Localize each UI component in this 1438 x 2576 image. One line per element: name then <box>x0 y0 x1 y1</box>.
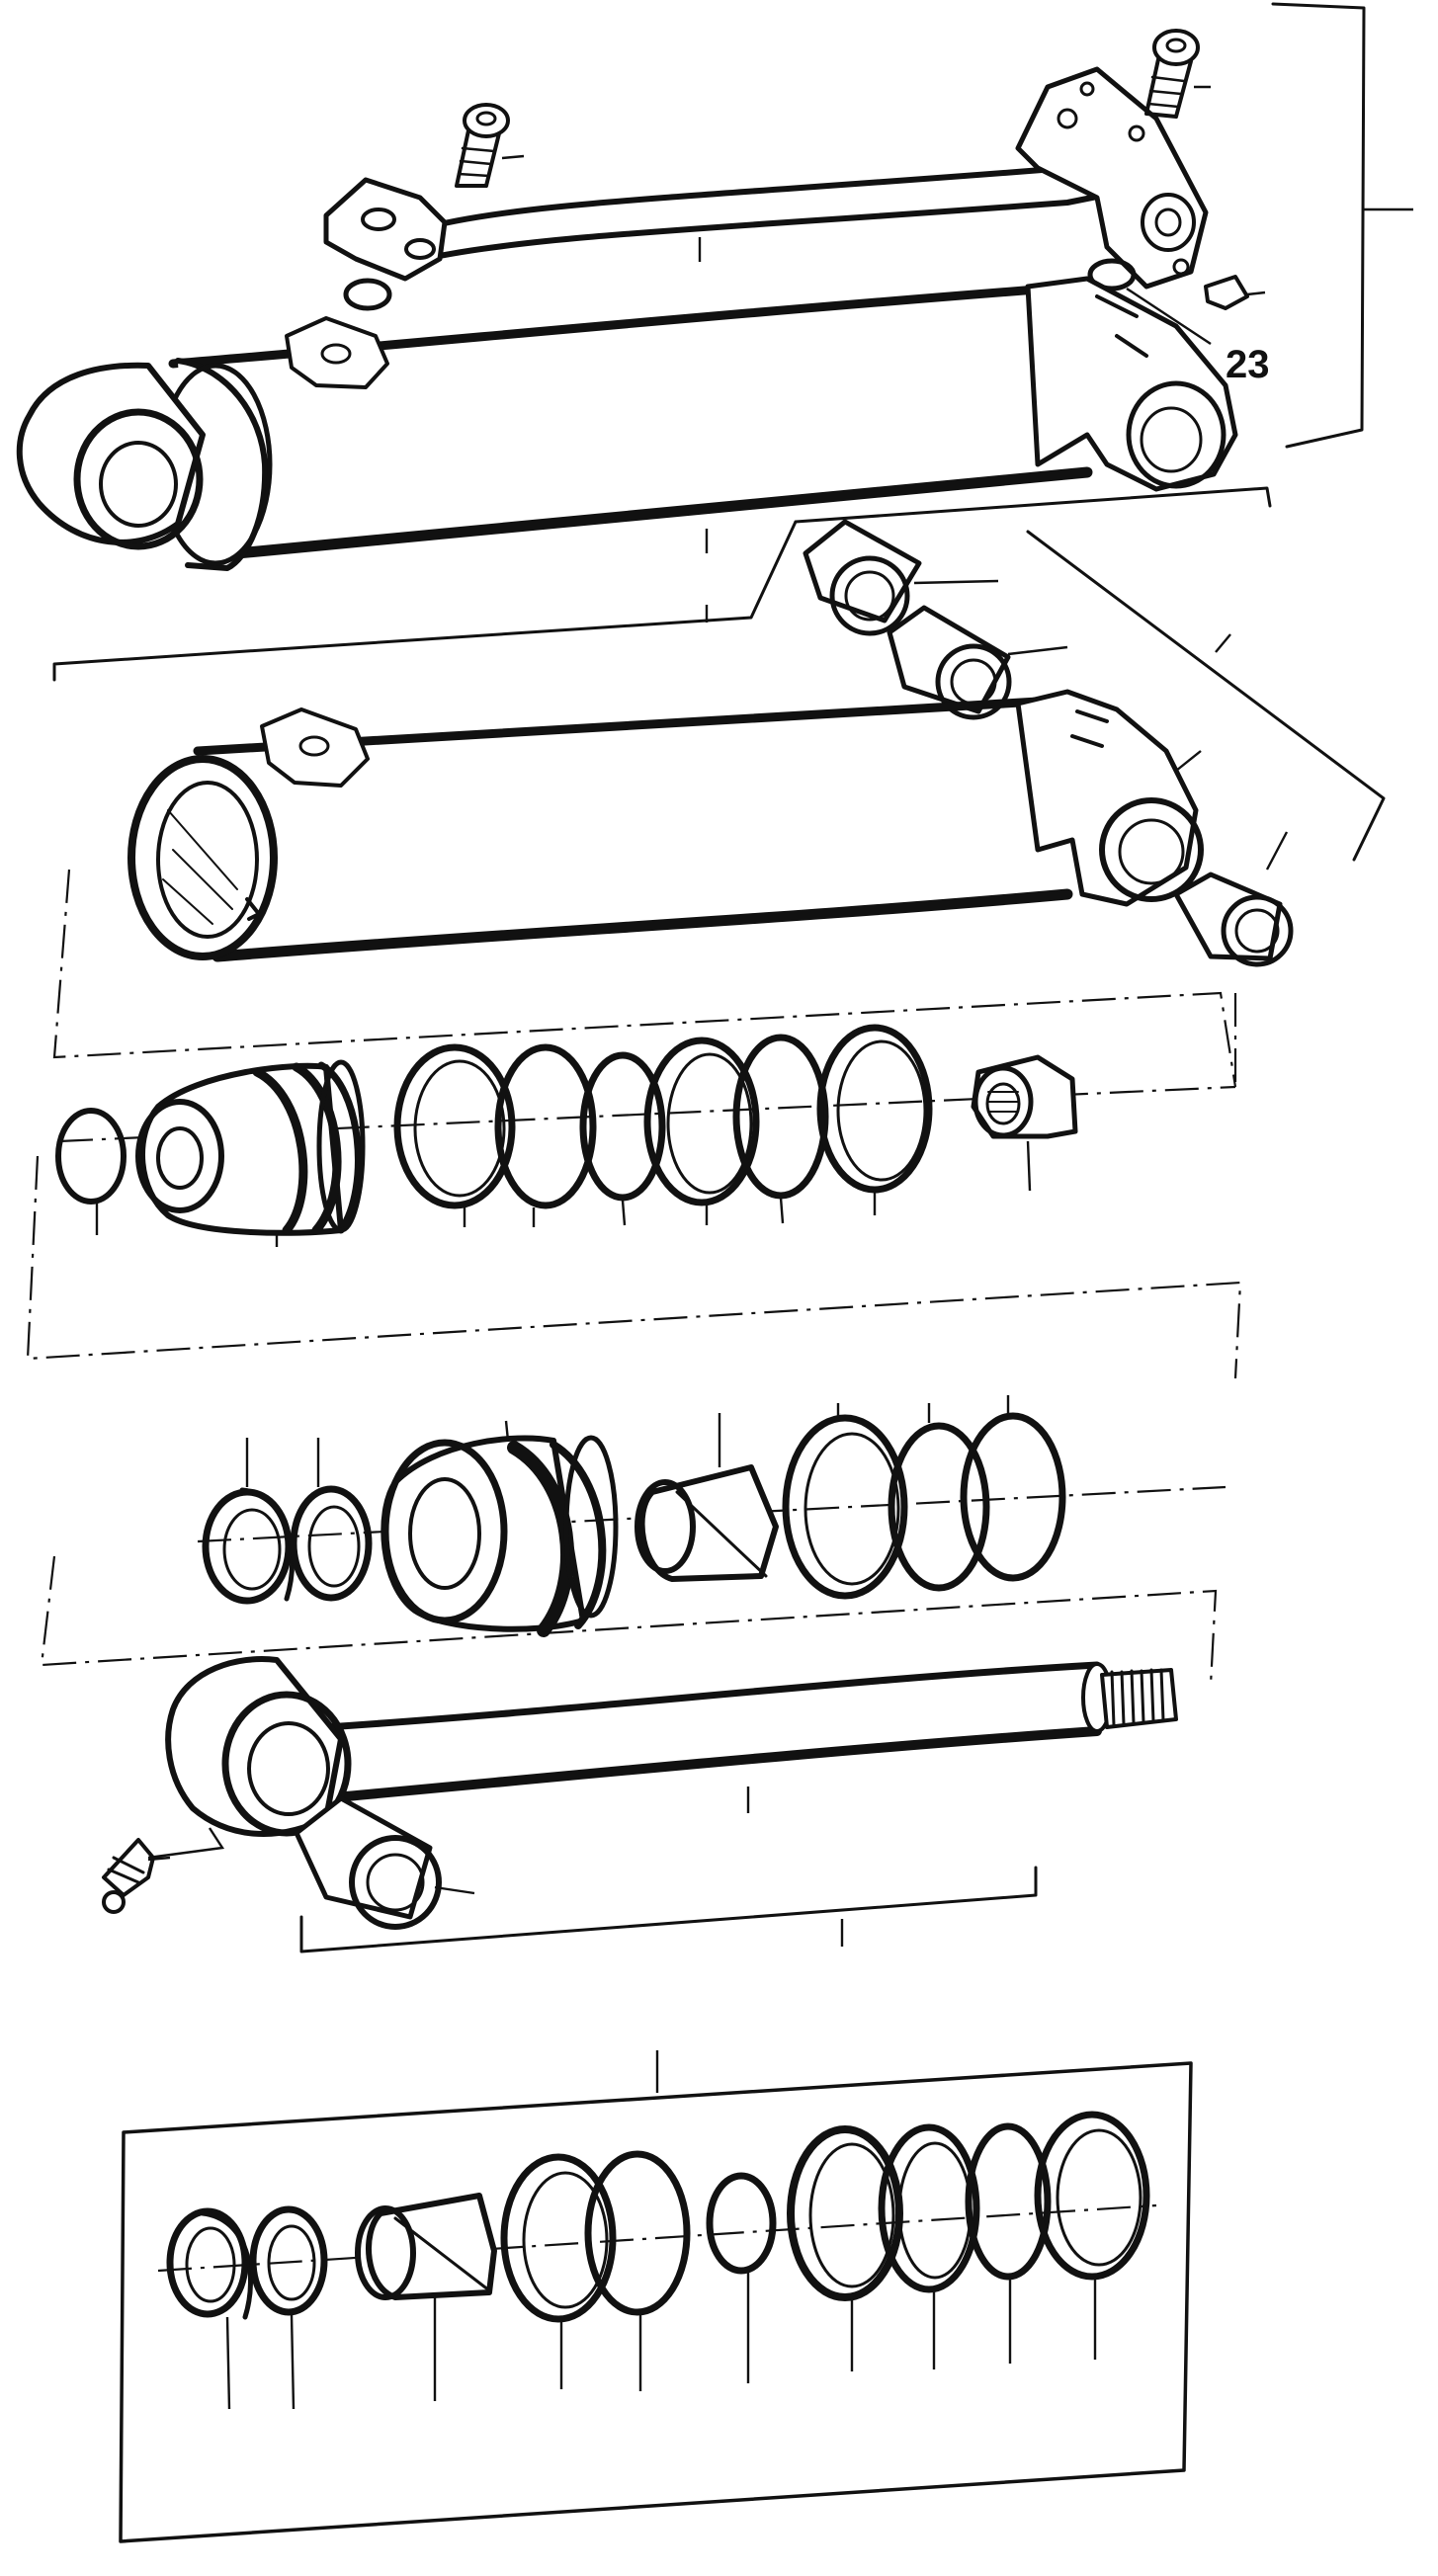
kit-bushing <box>355 2193 497 2401</box>
kit-seal-3 <box>706 2172 777 2383</box>
grease-nipple-top <box>1204 275 1266 310</box>
piston-rod-assembly <box>102 1656 1178 1953</box>
second-cylinder-assembly <box>52 519 1386 1088</box>
bushing-bracket <box>1026 530 1386 862</box>
gland-seal-1 <box>782 1403 908 1600</box>
kit-gland-ring <box>249 2205 328 2410</box>
piston-seal-1 <box>393 1043 516 1227</box>
piston-seal-5 <box>732 1034 829 1224</box>
piston-seal-6 <box>816 1024 933 1215</box>
hex-nut <box>971 1054 1078 1192</box>
piston <box>135 1059 366 1247</box>
grease-nipple-rod <box>102 1827 225 1914</box>
bushing-1 <box>803 519 999 636</box>
cylinder-gland <box>381 1420 619 1637</box>
seal-kit-frame <box>119 2061 1193 2543</box>
piston-seal-2 <box>494 1043 597 1227</box>
assembly-bracket-top <box>1271 2 1366 449</box>
kit-seal-6 <box>965 2122 1052 2364</box>
kit-seal-7 <box>1034 2111 1150 2360</box>
pipe-flange-left <box>323 177 448 282</box>
piston-parts-row <box>26 1024 1242 1379</box>
o-ring-left <box>343 278 392 311</box>
gland-ring <box>290 1438 373 1602</box>
cylinder-barrel-top <box>16 276 1238 571</box>
piston-seal-4 <box>643 1037 760 1225</box>
seal-kit-box <box>119 2050 1193 2543</box>
bushing-3 <box>1173 831 1294 967</box>
kit-seal-2 <box>584 2150 691 2391</box>
rod-eye-bushing <box>294 1795 475 1930</box>
callout-23: 23 <box>1226 343 1270 386</box>
piston-seal-3 <box>579 1051 666 1226</box>
bolt-right <box>1144 29 1211 119</box>
gland-seal-2 <box>888 1403 990 1592</box>
hydraulic-pipe <box>417 155 1120 232</box>
barrel-open-end <box>127 755 278 960</box>
o-ring-right <box>1087 258 1137 291</box>
snap-ring <box>55 1108 127 1205</box>
pipe-flange-right <box>1015 66 1209 290</box>
top-cylinder-assembly: 23 <box>16 2 1413 682</box>
kit-seal-4 <box>787 2125 903 2371</box>
gland-seal-3 <box>960 1395 1066 1582</box>
kit-seal-1 <box>500 2153 617 2389</box>
wiper-seal <box>202 1438 296 1605</box>
assembly-bracket-middle <box>52 486 1272 682</box>
bushing-2 <box>887 605 1068 720</box>
bolt-left <box>455 103 525 188</box>
gland-parts-row <box>40 1395 1227 1686</box>
rod-guide-bushing <box>634 1413 779 1582</box>
rod-bracket <box>299 1866 1038 1953</box>
kit-wiper-seal <box>166 2207 253 2410</box>
